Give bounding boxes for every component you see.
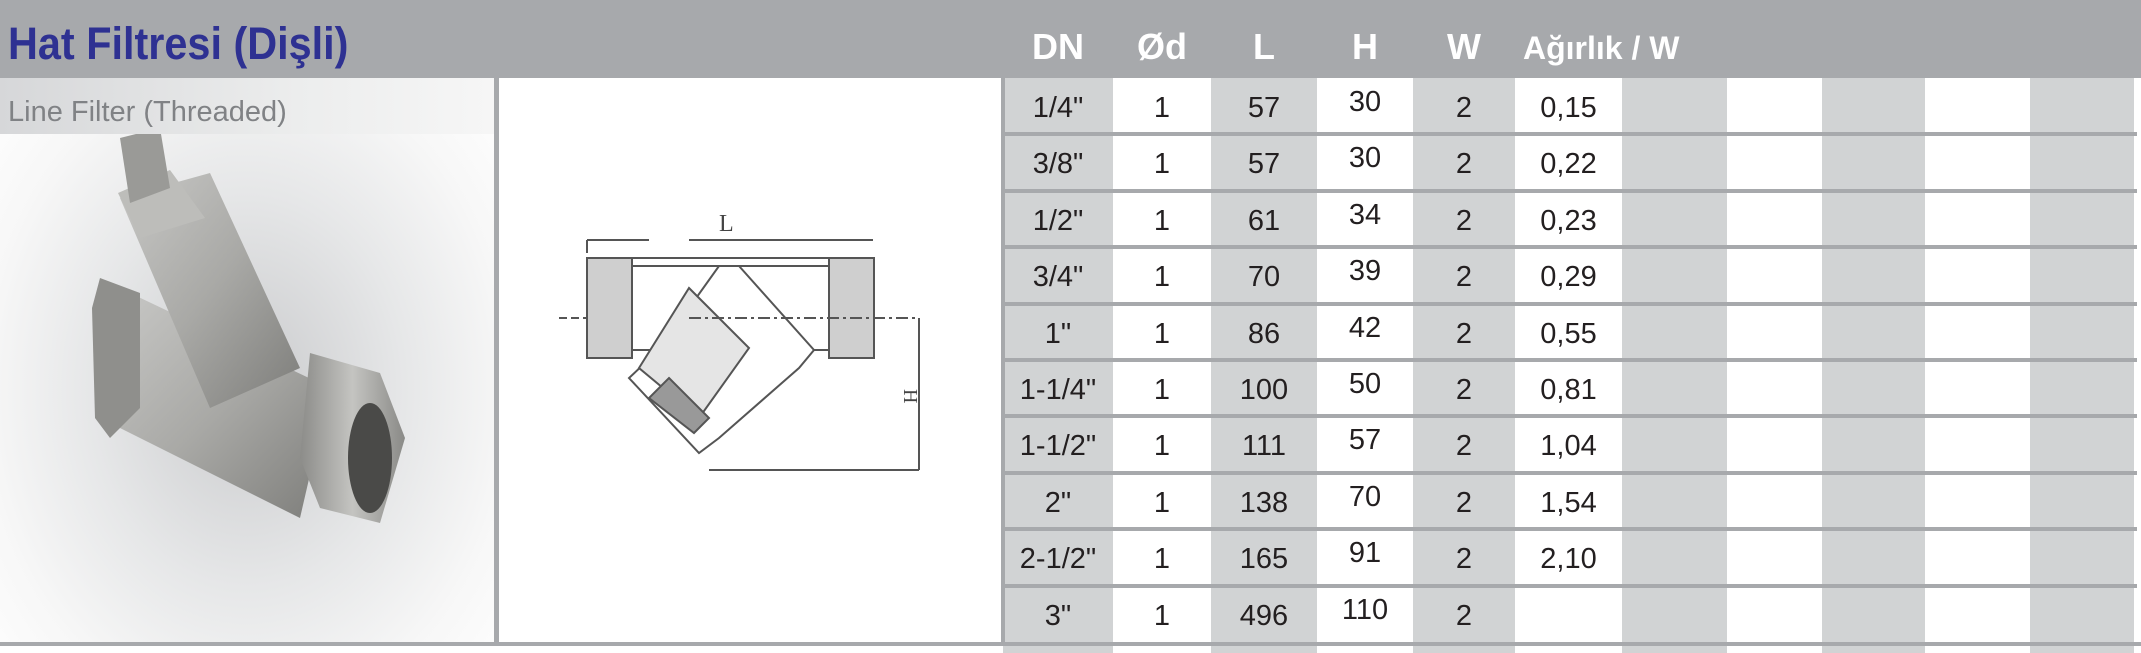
- table-cell: 42: [1348, 311, 1382, 344]
- column-header: Ağırlık / W: [1523, 30, 1680, 66]
- column-shade: [1211, 78, 1317, 653]
- table-cell: 1,04: [1540, 430, 1597, 463]
- table-cell: 2: [1455, 317, 1473, 350]
- column-header: Ød: [1137, 26, 1187, 67]
- table-cell: 1: [1153, 92, 1171, 124]
- page-title: Hat Filtresi (Dişli): [8, 18, 349, 69]
- column-shade: [2030, 78, 2134, 653]
- table-cell: 0,23: [1540, 204, 1597, 237]
- table-cell: 1-1/4": [1019, 374, 1097, 406]
- table-cell: 3": [1044, 599, 1072, 632]
- table-cell: 2: [1455, 486, 1473, 519]
- height-label: H: [899, 389, 921, 403]
- table-cell: 2: [1455, 261, 1473, 294]
- table-cell: 1: [1153, 599, 1171, 632]
- table-cell: 138: [1239, 486, 1289, 519]
- technical-drawing: L H: [499, 78, 1002, 645]
- column-shade: [1003, 78, 1113, 653]
- table-cell: 57: [1247, 92, 1281, 124]
- table-cell: 30: [1348, 142, 1382, 175]
- table-cell: 57: [1247, 148, 1281, 181]
- table-cell: 1/2": [1032, 204, 1084, 237]
- table-cell: 2: [1455, 599, 1473, 632]
- table-cell: 1": [1044, 317, 1072, 350]
- page-subtitle: Line Filter (Threaded): [8, 96, 287, 128]
- table-cell: 30: [1348, 86, 1382, 118]
- column-shade: [1622, 78, 1727, 653]
- row-divider: [1003, 470, 2137, 475]
- column-shade: [1413, 78, 1515, 653]
- table-cell: 1: [1153, 261, 1171, 294]
- table-cell: 0,81: [1540, 374, 1597, 406]
- row-divider: [1003, 358, 2137, 362]
- column-header: L: [1253, 26, 1275, 67]
- table-cell: 39: [1348, 255, 1382, 288]
- table-cell: 0,29: [1540, 261, 1597, 294]
- column-header: H: [1352, 26, 1378, 67]
- table-cell: 110: [1341, 593, 1389, 626]
- row-divider: [1003, 245, 2137, 250]
- bottom-rule: [0, 642, 2141, 646]
- table-cell: 2: [1455, 430, 1473, 463]
- table-cell: 3/4": [1032, 261, 1084, 294]
- table-cell: 70: [1247, 261, 1281, 294]
- row-divider: [1003, 414, 2137, 419]
- row-divider: [1003, 301, 2137, 306]
- table-cell: 2: [1455, 148, 1473, 181]
- header-band: [0, 0, 2141, 78]
- table-cell: 1: [1153, 543, 1171, 576]
- table-cell: 111: [1241, 430, 1287, 463]
- divider: [494, 78, 499, 645]
- table-cell: 0,22: [1540, 148, 1597, 181]
- y-strainer-photo-icon: [92, 128, 405, 523]
- table-cell: 1/4": [1032, 92, 1084, 124]
- table-cell: 61: [1247, 204, 1281, 237]
- table-cell: 0,15: [1540, 92, 1597, 124]
- table-cell: 86: [1247, 317, 1281, 350]
- table-cell: 91: [1348, 537, 1382, 570]
- table-cell: 1: [1153, 204, 1171, 237]
- product-photo: [0, 78, 494, 645]
- table-cell: 100: [1239, 374, 1289, 406]
- strainer-section-drawing-icon: L H: [559, 211, 921, 471]
- row-divider: [1003, 132, 2137, 137]
- row-divider: [1003, 188, 2137, 193]
- table-cell: 165: [1239, 543, 1289, 576]
- subtitle-strip: [0, 78, 494, 134]
- table-cell: 0,55: [1540, 317, 1597, 350]
- table-cell: 50: [1348, 368, 1382, 400]
- table-cell: 2: [1455, 543, 1473, 576]
- table-cell: 1-1/2": [1019, 430, 1097, 463]
- table-cell: 2-1/2": [1019, 543, 1097, 576]
- table-cell: 1: [1153, 486, 1171, 519]
- table-cell: 3/8": [1032, 148, 1084, 181]
- table-cell: 1: [1153, 317, 1171, 350]
- table-cell: 2: [1455, 92, 1473, 124]
- table-cell: 2": [1044, 486, 1072, 519]
- length-label: L: [719, 211, 734, 237]
- table-cell: 2: [1455, 374, 1473, 406]
- table-cell: 496: [1239, 599, 1289, 632]
- row-divider: [1003, 583, 2137, 588]
- table-cell: 2,10: [1540, 543, 1597, 576]
- table-cell: 34: [1348, 198, 1382, 231]
- row-divider: [1003, 527, 2137, 532]
- column-shade: [1822, 78, 1925, 653]
- column-header: DN: [1032, 26, 1084, 67]
- column-header: W: [1447, 26, 1481, 67]
- table-cell: 70: [1348, 480, 1382, 513]
- table-cell: 1: [1153, 430, 1171, 463]
- table-cell: 2: [1455, 204, 1473, 237]
- table-cell: 1: [1153, 148, 1171, 181]
- table-cell: 1,54: [1540, 486, 1597, 519]
- table-cell: 1: [1153, 374, 1171, 406]
- table-cell: 57: [1348, 424, 1382, 457]
